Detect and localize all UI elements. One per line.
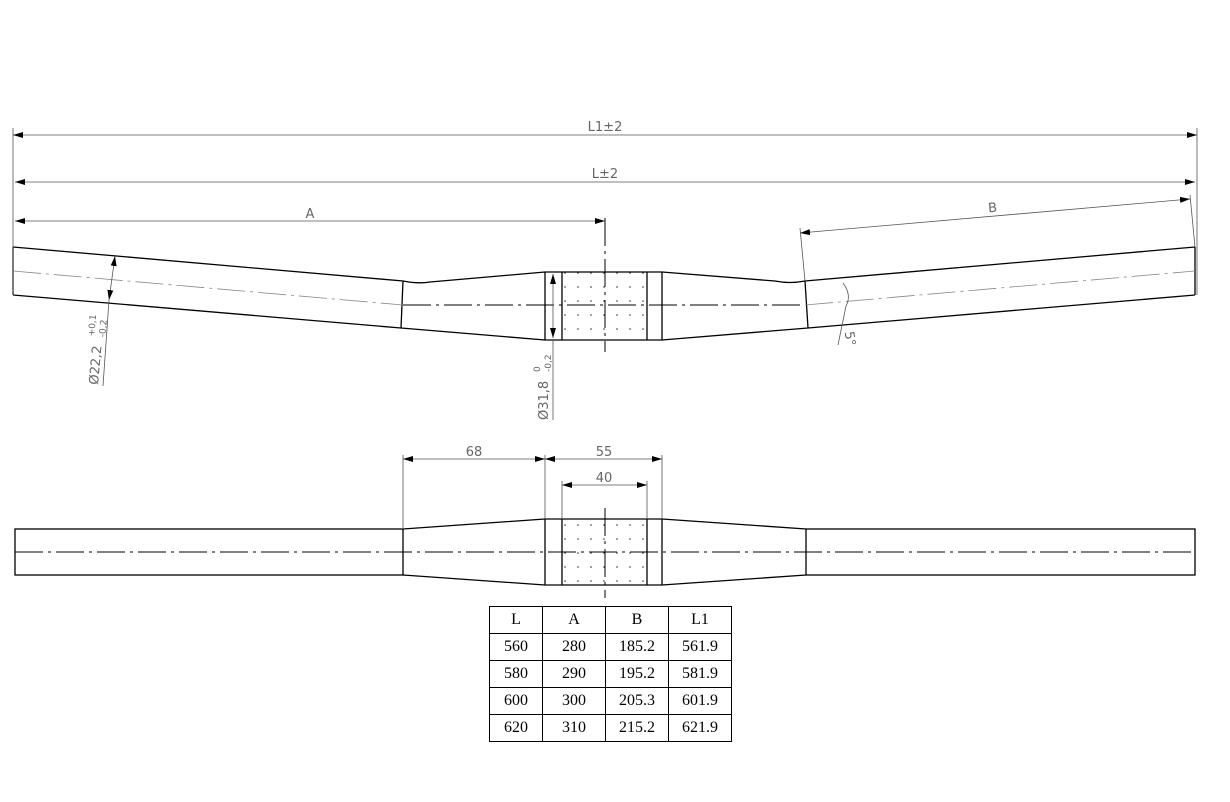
label-dia-center-tol-lower: -0,2	[544, 354, 554, 372]
cell: 601.9	[668, 687, 732, 715]
label-L1: L1±2	[588, 120, 623, 135]
header-L1: L1	[668, 606, 732, 634]
left-bar-outline	[12, 246, 546, 341]
label-dia-end-tol-lower: -0,2	[98, 319, 109, 337]
centerline-left	[12, 270, 404, 306]
table-header-row: L A B L1	[489, 606, 732, 634]
cell: 185.2	[605, 633, 669, 661]
bottom-view: 68 55 40	[14, 445, 1196, 598]
header-B: B	[605, 606, 669, 634]
cell: 621.9	[668, 714, 732, 742]
cell: 290	[542, 660, 606, 688]
taper-outline	[402, 518, 807, 586]
label-B: B	[988, 201, 998, 217]
cell: 310	[542, 714, 606, 742]
dim-line-B	[799, 196, 1191, 236]
cell: 215.2	[605, 714, 669, 742]
label-55: 55	[596, 445, 613, 460]
label-dia-center-group: Ø31,8 0 -0,2	[533, 354, 554, 420]
right-bar-outline	[661, 246, 1196, 341]
label-dia-center-tol-upper: 0	[533, 366, 543, 372]
cell: 581.9	[668, 660, 732, 688]
cell: 195.2	[605, 660, 669, 688]
label-dia-end-group: Ø22,2 +0,1 -0,2	[87, 314, 110, 385]
cell: 300	[542, 687, 606, 715]
label-68: 68	[466, 445, 483, 460]
top-view: L1±2 L±2 A B Ø22,2 +0,1 -0,2 Ø31,8 0 -0,…	[12, 120, 1198, 420]
cell: 280	[542, 633, 606, 661]
label-dia-end-tol-upper: +0,1	[87, 314, 99, 337]
label-L: L±2	[592, 167, 618, 182]
label-dia-end: Ø22,2	[87, 345, 105, 385]
cell: 600	[489, 687, 543, 715]
cell: 205.3	[605, 687, 669, 715]
cell: 580	[489, 660, 543, 688]
cell: 561.9	[668, 633, 732, 661]
header-A: A	[542, 606, 606, 634]
cell: 560	[489, 633, 543, 661]
label-40: 40	[596, 471, 613, 486]
label-dia-center: Ø31,8	[537, 381, 552, 420]
header-L: L	[489, 606, 543, 634]
label-A: A	[306, 207, 315, 222]
dim-line-dia-end	[107, 255, 117, 301]
centerline-right	[804, 270, 1196, 306]
cell: 620	[489, 714, 543, 742]
clamp-section	[544, 271, 663, 341]
label-angle: 5°	[841, 330, 858, 347]
